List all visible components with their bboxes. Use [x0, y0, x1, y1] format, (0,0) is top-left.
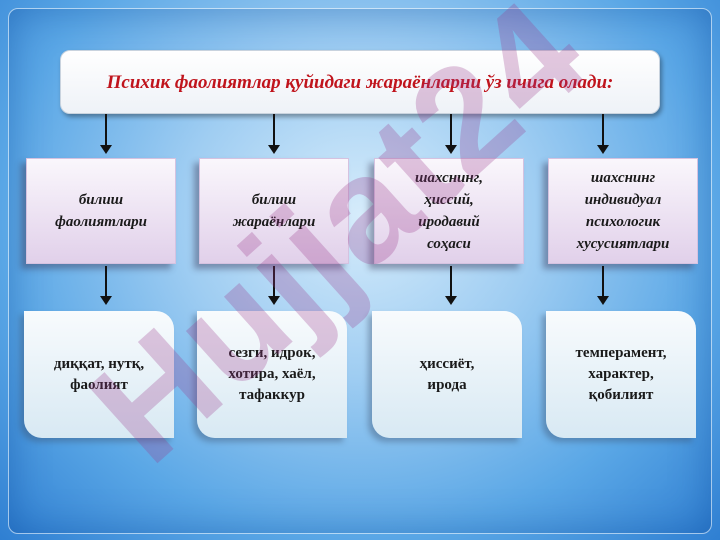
category-label: шахснинг, ҳиссий, иродавий соҳаси: [414, 170, 484, 252]
title-box: Психик фаолиятлар қуйидаги жараёнларни ў…: [60, 50, 660, 114]
category-box-4: шахснинг индивидуал психологик хусусиятл…: [548, 158, 698, 264]
category-label: шахснинг индивидуал психологик хусусиятл…: [576, 170, 670, 252]
detail-box-3: ҳиссиёт, ирода: [372, 311, 522, 438]
title-text: Психик фаолиятлар қуйидаги жараёнларни ў…: [106, 71, 614, 93]
arrow-title-to-category-2: [268, 114, 280, 154]
category-label: билиш жараёнлари: [232, 192, 316, 230]
arrow-title-to-category-4: [597, 114, 609, 154]
detail-label: диққат, нутқ, фаолият: [53, 355, 145, 393]
category-box-2: билиш жараёнлари: [199, 158, 349, 264]
detail-box-2: сезги, идрок, хотира, хаёл, тафаккур: [197, 311, 347, 438]
slide-frame: [8, 8, 712, 534]
category-box-1: билиш фаолиятлари: [26, 158, 176, 264]
detail-box-1: диққат, нутқ, фаолият: [24, 311, 174, 438]
detail-label: темперамент, характер, қобилият: [575, 345, 667, 403]
arrow-category-to-detail-2: [268, 266, 280, 305]
arrow-category-to-detail-4: [597, 266, 609, 305]
category-box-3: шахснинг, ҳиссий, иродавий соҳаси: [374, 158, 524, 264]
arrow-category-to-detail-3: [445, 266, 457, 305]
category-label: билиш фаолиятлари: [55, 192, 147, 230]
detail-box-4: темперамент, характер, қобилият: [546, 311, 696, 438]
detail-label: ҳиссиёт, ирода: [419, 355, 475, 393]
detail-label: сезги, идрок, хотира, хаёл, тафаккур: [228, 345, 316, 403]
arrow-category-to-detail-1: [100, 266, 112, 305]
arrow-title-to-category-1: [100, 114, 112, 154]
arrow-title-to-category-3: [445, 114, 457, 154]
